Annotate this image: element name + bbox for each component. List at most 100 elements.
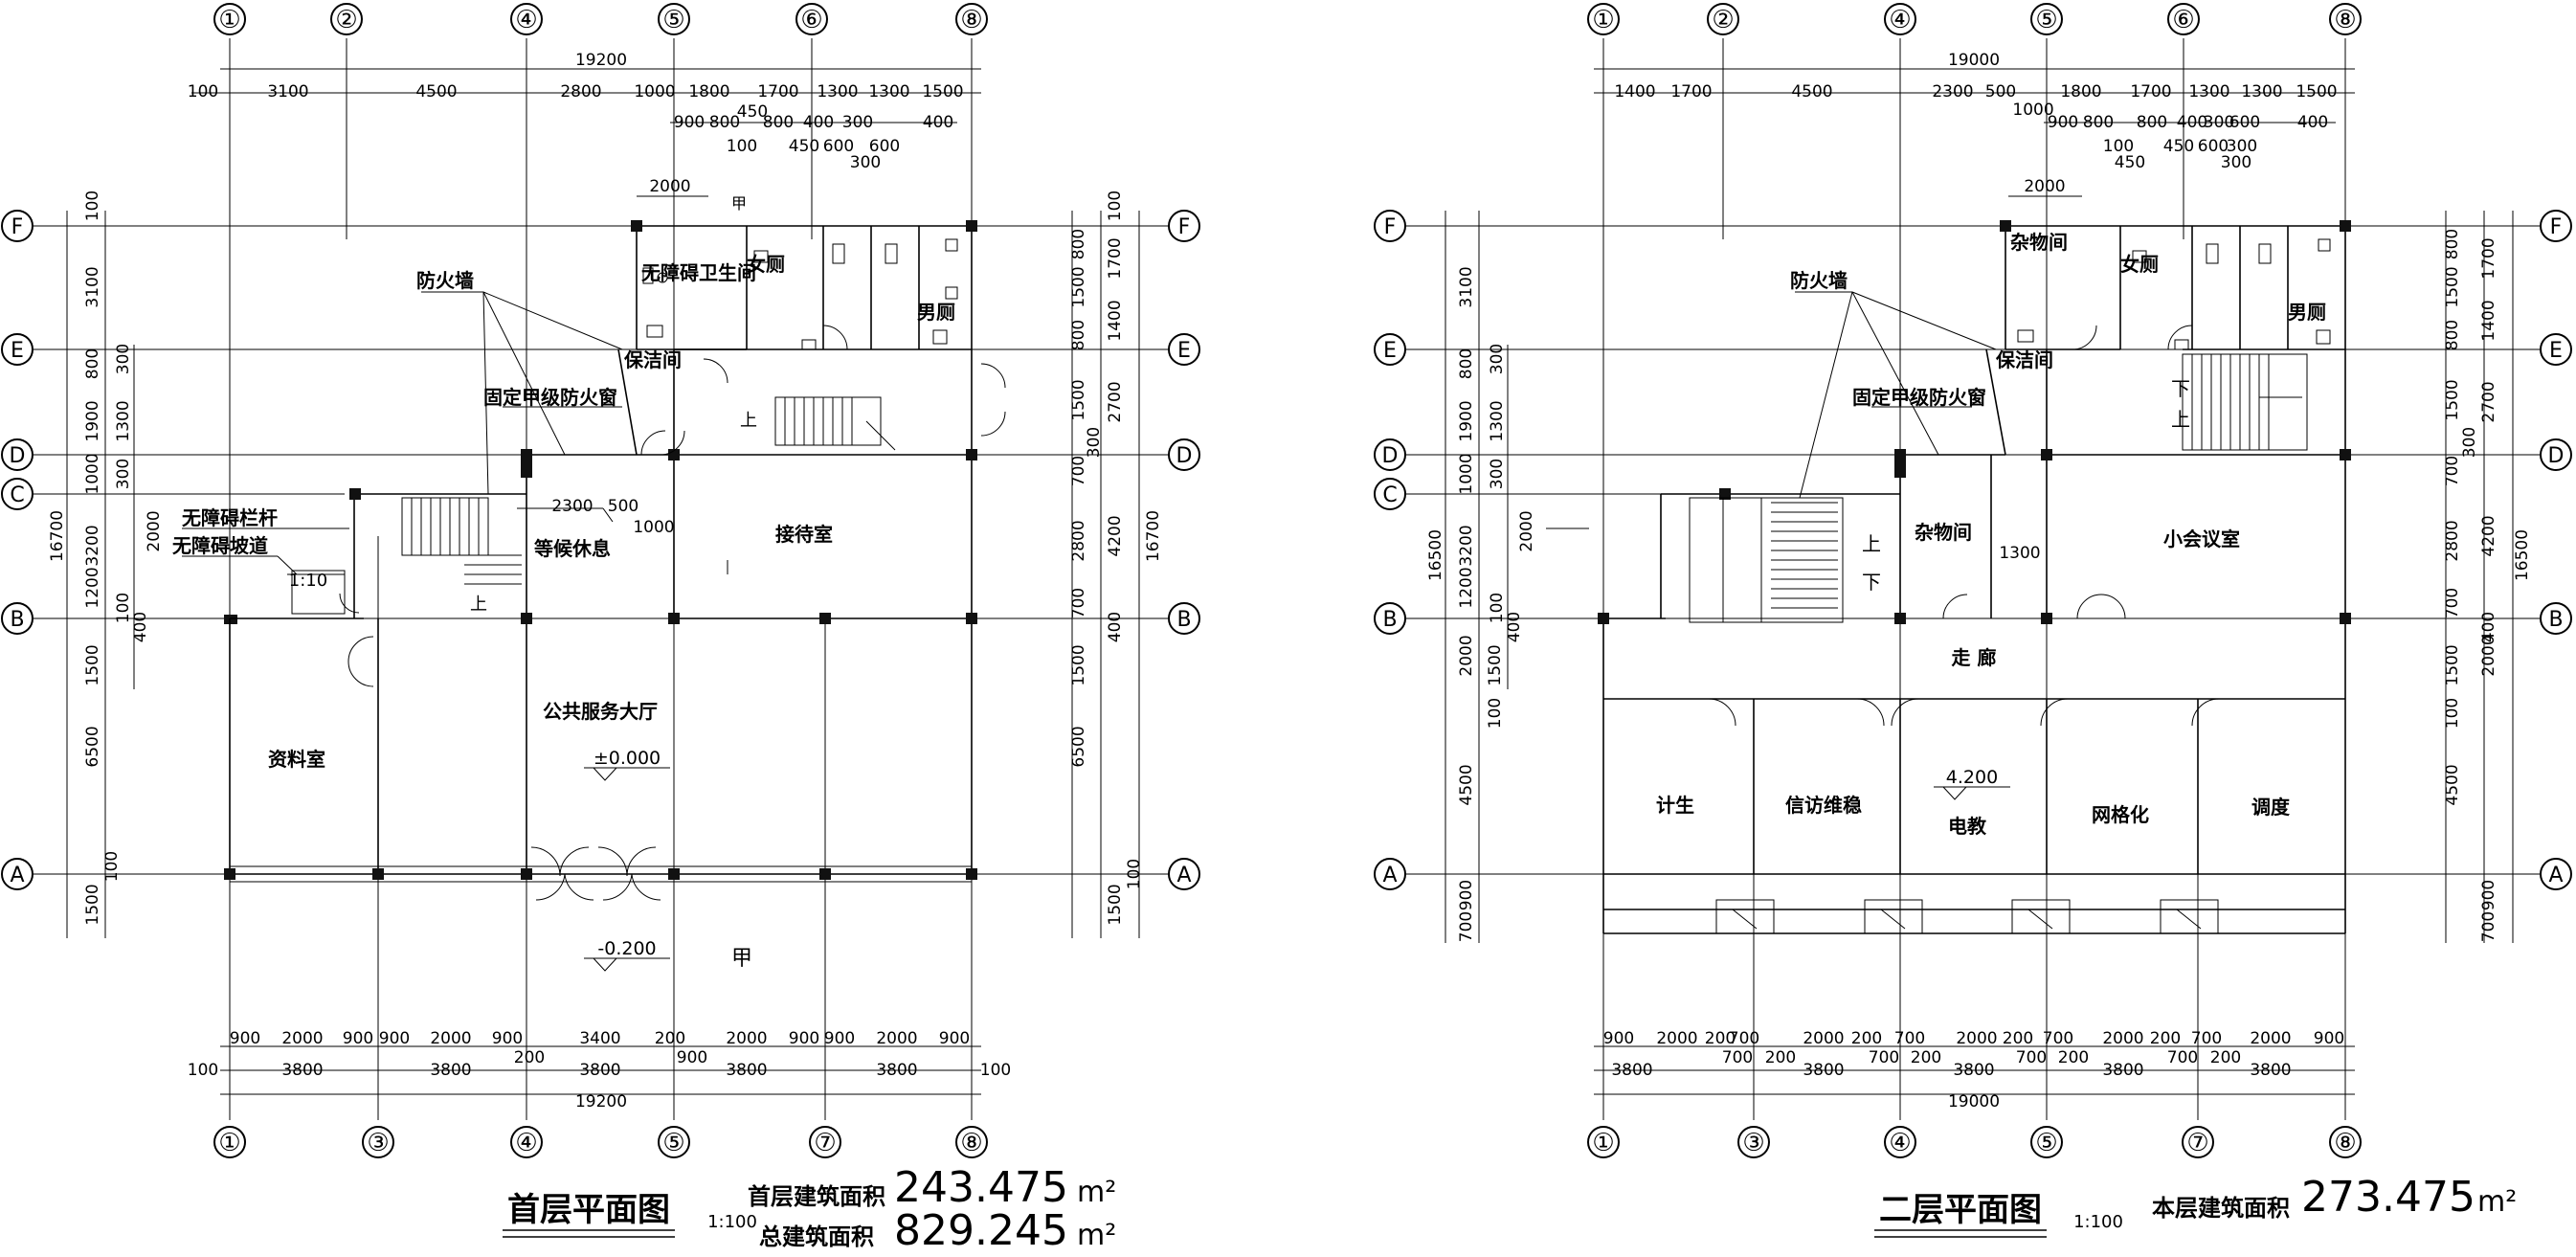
dim-text: 3800 <box>1803 1061 1844 1080</box>
dim-text: 800 <box>709 113 740 132</box>
dim-text: 800 <box>763 113 794 132</box>
dim-text: 450 <box>789 137 819 156</box>
dim-text: 2800 <box>1069 520 1088 561</box>
room-male-wc: 男厕 <box>917 301 955 324</box>
dim-text: 450 <box>2163 137 2194 156</box>
axis-label: B <box>10 608 24 632</box>
dim-text: 100 <box>2103 137 2134 156</box>
dim-text: 2000 <box>430 1029 471 1048</box>
dim-text: 100 <box>188 1061 218 1080</box>
dim-text: 3800 <box>2250 1061 2291 1080</box>
room-cleaning: 保洁间 <box>1995 348 2053 371</box>
ground-doors <box>339 325 1006 901</box>
label-ramp-ratio: 1:10 <box>289 571 327 591</box>
axis-label: ⑦ <box>814 1129 836 1157</box>
dim-text: 400 <box>803 113 834 132</box>
dim-text: 100 <box>1106 191 1125 221</box>
second-axis-lines <box>1393 38 2546 1120</box>
level-mark: -0.200 <box>597 938 656 959</box>
dim-text: 600 <box>2198 137 2229 156</box>
axis-label: ① <box>218 1129 240 1157</box>
second-leaders <box>1546 291 1997 529</box>
axis-label: F <box>11 215 24 239</box>
label-down: 下 <box>1862 571 1881 594</box>
axis-label: ⑧ <box>2334 6 2356 34</box>
second-left-dimensions: 3100 800 1900 1000 3200 1200 1500 2000 1… <box>1426 211 1536 943</box>
axis-label: A <box>1382 864 1397 887</box>
second-room-labels: 走 廊 小会议室 杂物间 杂物间 计生 信访维稳 电教 网格化 调度 女厕 男厕… <box>1656 231 2326 838</box>
axis-label: D <box>1176 444 1193 468</box>
second-area-label: 本层建筑面积 <box>2152 1195 2290 1222</box>
dim-text: 100 <box>1486 698 1505 729</box>
room-misc: 杂物间 <box>1915 521 1972 544</box>
dim-text: 3100 <box>83 266 102 307</box>
dim-text: 2000 <box>2102 1029 2143 1048</box>
dim-text: 1200 <box>83 567 102 608</box>
axis-label: B <box>2548 608 2563 632</box>
dim-text: 1000 <box>634 82 675 101</box>
dim-text: 3800 <box>1953 1061 1994 1080</box>
dim-text: 4500 <box>1791 82 1832 101</box>
dim-text: 100 <box>114 593 133 623</box>
total-area-value: 829.245 <box>894 1206 1068 1255</box>
dim-text: 700 <box>2191 1029 2222 1048</box>
dim-text: 100 <box>727 137 757 156</box>
dim-text: 19000 <box>1948 1092 2000 1111</box>
dim-text: 1700 <box>1670 82 1712 101</box>
room-lobby: 公共服务大厅 <box>543 700 658 723</box>
dim-text: 400 <box>131 612 150 642</box>
dim-text: 100 <box>1125 859 1144 889</box>
second-top-dimensions: 19000 1400 1700 4500 2300 500 1800 1700 … <box>1594 51 2355 197</box>
dim-text: 900 <box>2314 1029 2344 1048</box>
dim-text: 1500 <box>2443 644 2462 685</box>
dim-text: 4200 <box>2479 515 2498 556</box>
axis-label: ⑦ <box>2186 1129 2208 1157</box>
dim-text: 700 <box>1069 456 1088 486</box>
dim-text: 2000 <box>145 510 164 551</box>
dim-text: 200 <box>1705 1029 1736 1048</box>
dim-text: 400 <box>2479 612 2498 642</box>
dim-text: 1300 <box>1488 400 1507 441</box>
axis-label: ⑤ <box>2035 1129 2057 1157</box>
dim-text: 700 <box>1729 1029 1759 1048</box>
label-up: 上 <box>1862 532 1881 555</box>
room-accessible-wc: 无障碍卫生间 <box>641 261 756 284</box>
dim-text: 1400 <box>1614 82 1655 101</box>
dim-text: 2000 <box>2479 635 2498 676</box>
axis-label: A <box>1176 864 1191 887</box>
second-title: 二层平面图 <box>1879 1191 2042 1229</box>
second-floor-plan: ① ② ④ ⑤ ⑥ ⑧ ① ③ ④ ⑤ ⑦ ⑧ F E D C B A F E … <box>1374 3 2572 1238</box>
dim-text: 800 <box>83 348 102 379</box>
dim-text: 1500 <box>922 82 963 101</box>
ground-leaders <box>182 291 728 575</box>
dim-text: 900 <box>677 1048 707 1067</box>
dim-text: 900 <box>1457 880 1476 910</box>
dim-text: 1000 <box>1457 453 1476 494</box>
dim-text: 1300 <box>2241 82 2282 101</box>
dim-text: 900 <box>230 1029 260 1048</box>
axis-label: ⑤ <box>662 6 684 34</box>
dim-text: 500 <box>1985 82 2016 101</box>
axis-label: E <box>1383 339 1397 363</box>
ground-area-value: 243.475 <box>894 1163 1068 1212</box>
second-balconies <box>1715 899 2219 934</box>
dim-text: 600 <box>869 137 900 156</box>
ground-walls <box>224 220 977 883</box>
room-grid: 网格化 <box>2092 803 2149 826</box>
dim-text: 200 <box>655 1029 685 1048</box>
dim-text: 1700 <box>2479 237 2498 279</box>
ground-room-labels: 公共服务大厅 资料室 接待室 等候休息 无障碍卫生间 女厕 男厕 保洁间 防火墙… <box>172 194 955 971</box>
dim-text: 900 <box>343 1029 373 1048</box>
room-female-wc: 女厕 <box>747 253 785 276</box>
dim-text: 100 <box>2443 698 2462 729</box>
axis-label: F <box>1384 215 1397 239</box>
dim-text: 500 <box>608 497 638 516</box>
dim-text: 600 <box>823 137 854 156</box>
dim-text: 900 <box>2479 880 2498 910</box>
ground-area-label: 首层建筑面积 <box>748 1183 885 1210</box>
dim-text: 200 <box>1765 1048 1796 1067</box>
dim-text: 400 <box>1505 612 1524 642</box>
dim-text: 3200 <box>83 525 102 566</box>
dim-text: 16700 <box>48 510 67 562</box>
area-unit: m² <box>2477 1185 2517 1219</box>
